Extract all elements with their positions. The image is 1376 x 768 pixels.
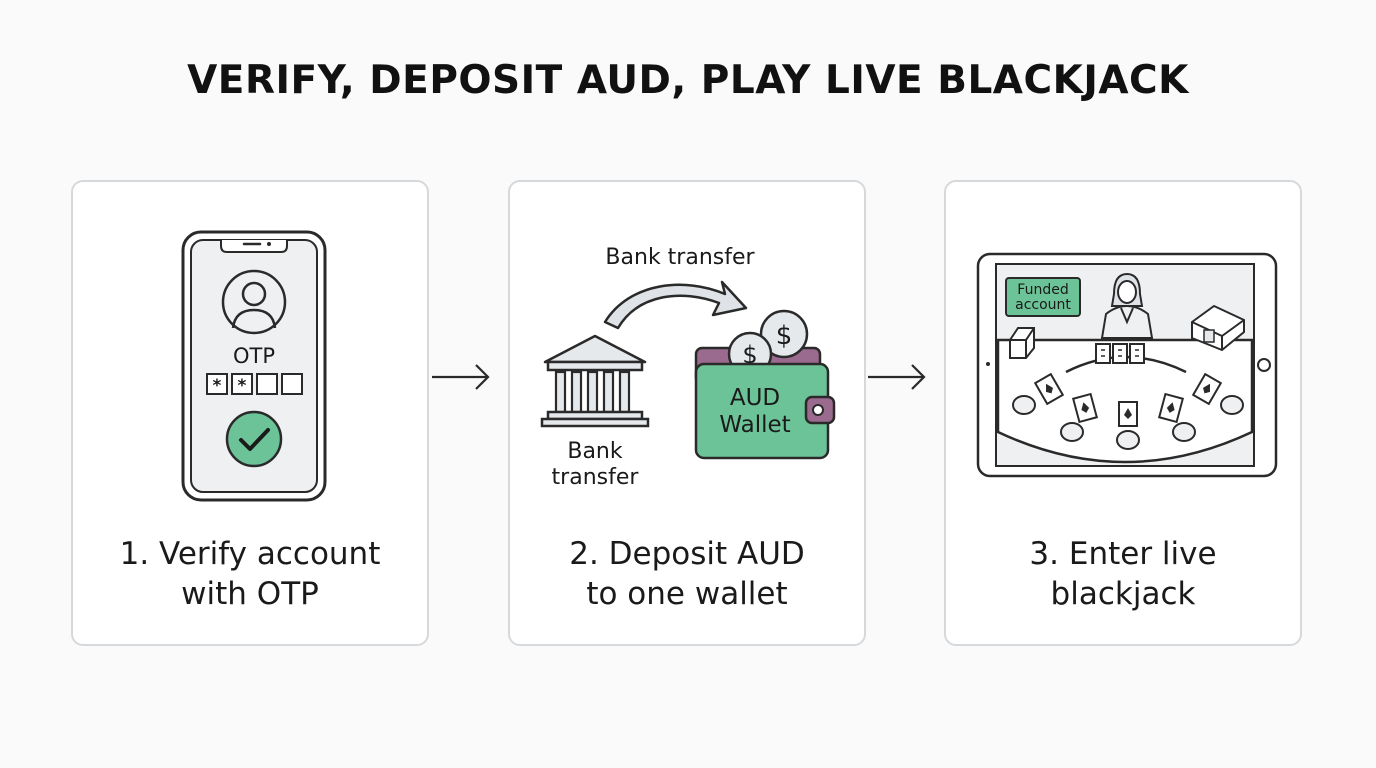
step-caption: 3. Enter live blackjack [946,534,1300,614]
step-card-deposit: Bank transfer Bank transfer $ [508,180,866,646]
step-caption-line: with OTP [181,576,319,612]
step-caption: 2. Deposit AUD to one wallet [510,534,864,614]
otp-code-boxes: * * [206,373,303,396]
badge-label: account [1015,297,1071,313]
step-caption-line: 3. Enter live [1029,536,1217,572]
bank-icon [540,334,650,428]
step-caption-line: 2. Deposit AUD [569,536,805,572]
transfer-label: Bank transfer [605,245,755,270]
arrow-right-icon [432,364,490,390]
step-caption: 1. Verify account with OTP [73,534,427,614]
wallet-icon: $ $ AUD Wallet [694,309,836,460]
deposit-illustration: Bank transfer Bank transfer $ [540,245,836,490]
step-caption-line: to one wallet [586,576,788,612]
wallet-label: AUD [730,385,780,411]
chip-stack-icon [1009,327,1035,359]
otp-label: OTP [233,344,275,368]
tablet-illustration: Funded account [976,252,1278,478]
page-title: VERIFY, DEPOSIT AUD, PLAY LIVE BLACKJACK [187,58,1189,103]
player-card [1157,392,1185,424]
player-card [1118,401,1138,427]
checkmark-icon [225,410,283,468]
phone-illustration: OTP * * [181,230,327,502]
player-card [1071,392,1099,424]
player-card [1191,372,1223,406]
card-shoe-icon [1191,304,1245,352]
user-avatar-icon [221,269,287,335]
dealer-icon [1100,272,1154,339]
otp-digit: * [213,376,222,396]
step-caption-line: blackjack [1050,576,1196,612]
wallet-label: Wallet [719,412,790,438]
player-card [1033,372,1065,406]
badge-label: Funded [1017,282,1068,298]
dealer-cards [1095,343,1145,364]
bank-label: transfer [552,465,640,490]
otp-digit: * [238,376,247,396]
step-card-verify: OTP * * 1. Verify account with OTP [71,180,429,646]
coin-symbol: $ [742,341,757,369]
coin-icon: $ [759,309,809,359]
bank-label: Bank [567,439,623,464]
curved-arrow-icon [603,280,748,330]
funded-account-badge: Funded account [1005,277,1081,317]
player-seats [1012,395,1244,450]
coin-symbol: $ [776,321,793,351]
step-card-blackjack: Funded account [944,180,1302,646]
arrow-right-icon [868,364,926,390]
step-caption-line: 1. Verify account [119,536,381,572]
